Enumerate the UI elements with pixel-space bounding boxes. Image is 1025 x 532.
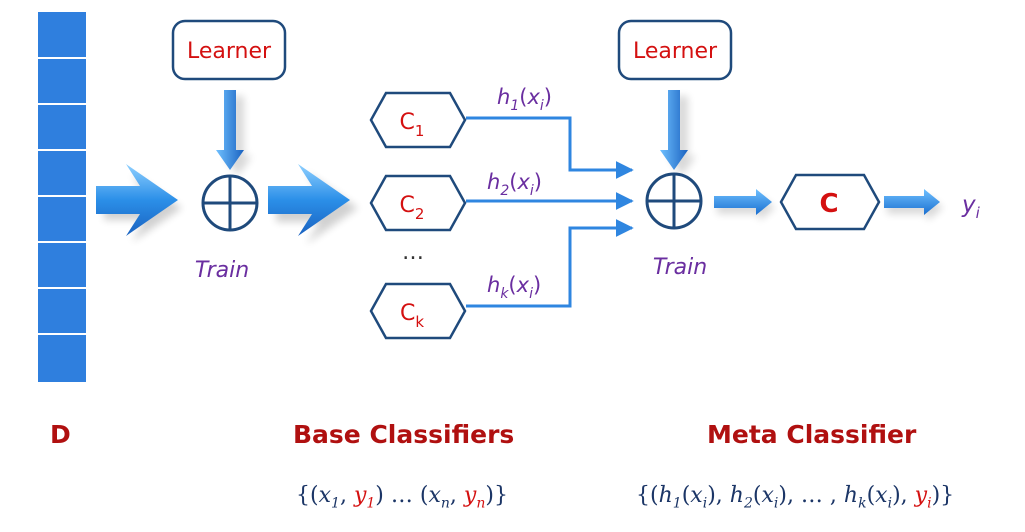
svg-text:C2: C2 xyxy=(400,193,425,223)
output-label: yi xyxy=(961,192,981,222)
down-arrow-1 xyxy=(216,90,252,176)
dataset-column xyxy=(38,12,86,382)
ck-sub: k xyxy=(415,313,424,331)
c1-letter: C xyxy=(400,110,415,135)
big-arrow-1 xyxy=(96,164,182,242)
output-connectors xyxy=(466,116,634,308)
ck-letter: C xyxy=(400,301,415,326)
base-classifier-c1: C1 xyxy=(369,91,467,149)
train-label-2: Train xyxy=(653,255,707,280)
section-dataset: D xyxy=(50,420,71,449)
section-base-classifiers: Base Classifiers xyxy=(293,420,515,449)
c2-sub: 2 xyxy=(415,205,425,223)
learner-label-2: Learner xyxy=(633,39,718,64)
learner-box-2: Learner xyxy=(617,19,733,81)
small-arrow-2 xyxy=(884,189,943,221)
hk-label: hk(xi) xyxy=(487,273,541,302)
svg-text:C1: C1 xyxy=(400,110,425,140)
h1-label: h1(xi) xyxy=(497,85,552,114)
h2-label: h2(xi) xyxy=(487,170,542,199)
section-meta-classifier: Meta Classifier xyxy=(707,420,917,449)
learner-box-1: Learner xyxy=(171,19,287,81)
meta-classifier-c: C xyxy=(779,173,881,231)
train-label-1: Train xyxy=(195,258,249,283)
svg-text:Ck: Ck xyxy=(400,301,424,331)
combiner-icon-1 xyxy=(201,174,259,232)
base-classifier-c2: C2 xyxy=(369,174,467,232)
meta-training-set-formula: {(h1(xi), h2(xi), … , hk(xi), yi)} xyxy=(636,483,955,512)
down-arrow-2 xyxy=(660,90,696,176)
meta-classifier-label: C xyxy=(819,189,838,219)
small-arrow-1 xyxy=(714,189,775,221)
big-arrow-2 xyxy=(268,164,358,244)
ellipsis: … xyxy=(402,240,424,265)
c1-sub: 1 xyxy=(415,122,425,140)
combiner-icon-2 xyxy=(645,172,703,230)
base-classifier-ck: Ck xyxy=(369,282,467,340)
c2-letter: C xyxy=(400,193,415,218)
learner-label-1: Learner xyxy=(187,39,272,64)
base-training-set-formula: {(x1, y1) … (xn, yn)} xyxy=(296,483,508,512)
